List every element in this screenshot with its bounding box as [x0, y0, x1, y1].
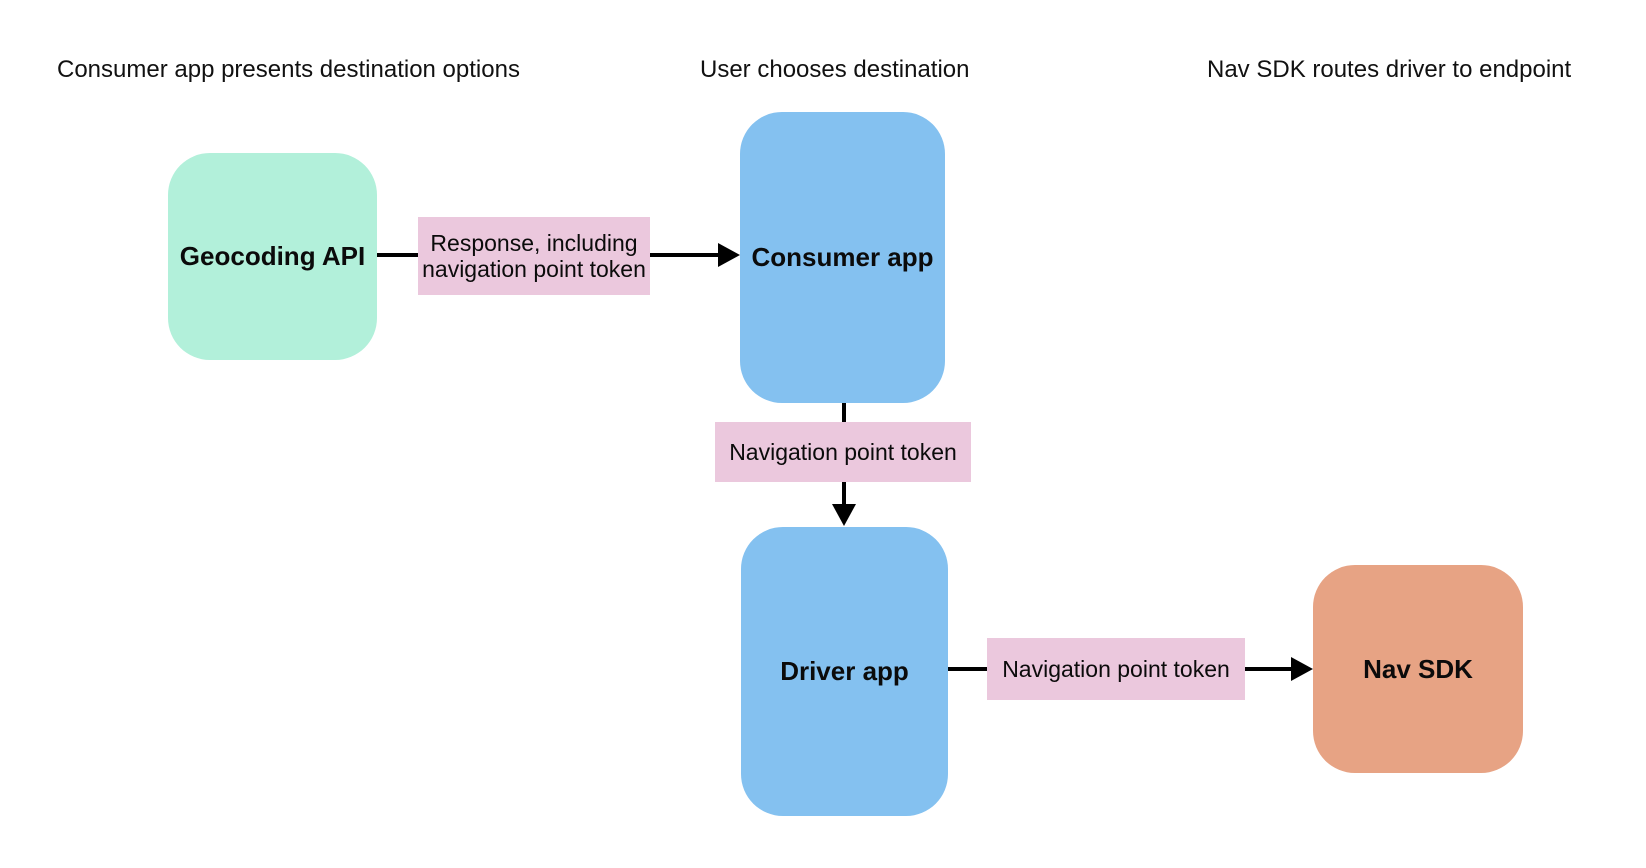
node-nav-sdk-label: Nav SDK — [1363, 653, 1473, 684]
edge-label-navigation-point-token-1: Navigation point token — [715, 422, 971, 482]
node-consumer-app-label: Consumer app — [751, 242, 934, 272]
node-driver-app-label: Driver app — [780, 656, 909, 686]
column-header-user-chooses: User chooses destination — [700, 56, 970, 83]
column-header-consumer-presents: Consumer app presents destination option… — [57, 56, 520, 83]
node-consumer-app: Consumer app — [740, 112, 945, 403]
column-header-nav-sdk-routes: Nav SDK routes driver to endpoint — [1207, 56, 1572, 83]
arrowhead-right-icon — [718, 243, 740, 267]
edge-label-navigation-point-token-2: Navigation point token — [987, 638, 1245, 700]
node-nav-sdk: Nav SDK — [1313, 565, 1523, 773]
edge-label-response-including-token: Response, including navigation point tok… — [418, 217, 650, 295]
node-geocoding-api-label: Geocoding API — [179, 241, 366, 271]
node-driver-app: Driver app — [741, 527, 948, 816]
arrowhead-down-icon — [832, 504, 856, 526]
arrowhead-right-icon — [1291, 657, 1313, 681]
node-geocoding-api: Geocoding API — [168, 153, 377, 360]
